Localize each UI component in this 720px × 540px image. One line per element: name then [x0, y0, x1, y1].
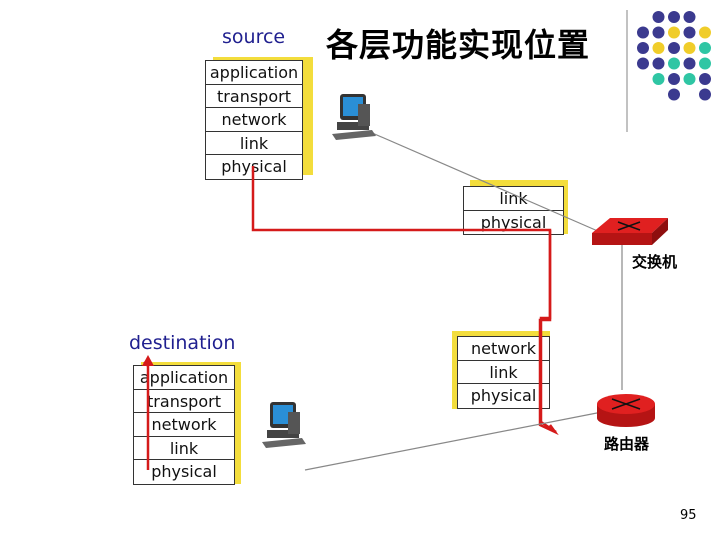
page-number: 95	[680, 508, 697, 523]
host-to-switch-link	[369, 131, 601, 233]
host-computer-icon	[332, 94, 376, 140]
decorative-dot	[683, 57, 696, 70]
data-path-line-return	[148, 425, 557, 462]
decorative-dot	[683, 42, 696, 54]
arrow-head-icon	[142, 355, 154, 366]
decorative-dot	[652, 42, 665, 54]
decorative-dot	[699, 26, 711, 39]
source-label: source	[222, 26, 286, 48]
switch-icon	[592, 218, 668, 245]
decorative-dot	[637, 42, 649, 54]
dest-layer-network: network	[134, 413, 234, 437]
decorative-dot	[652, 26, 665, 39]
decorative-dot	[652, 73, 665, 85]
dest-layer-link: link	[134, 437, 234, 460]
switch-label: 交换机	[632, 253, 678, 271]
decorative-dot	[668, 73, 680, 85]
source-layer-link: link	[206, 132, 302, 155]
decorative-dot	[668, 88, 680, 101]
router-to-dest-link	[304, 411, 603, 471]
router-protocol-stack: network link physical	[457, 336, 550, 409]
data-path-dest-column	[143, 361, 150, 470]
decorative-dot	[683, 73, 696, 85]
host-computer-icon	[262, 402, 306, 448]
destination-label: destination	[129, 332, 236, 354]
router-icon	[597, 394, 655, 427]
page-title: 各层功能实现位置	[326, 26, 591, 64]
switch-layer-link: link	[464, 187, 563, 211]
decorative-dot	[683, 11, 696, 23]
source-layer-transport: transport	[206, 85, 302, 108]
data-path-down-route	[539, 230, 557, 434]
decorative-dot	[652, 11, 665, 23]
router-label: 路由器	[604, 435, 650, 453]
decorative-dot	[668, 57, 680, 70]
dest-layer-transport: transport	[134, 390, 234, 413]
decorative-dot	[699, 73, 711, 85]
router-layer-link: link	[458, 361, 549, 384]
decorative-dot	[652, 57, 665, 70]
switch-layer-physical: physical	[480, 212, 547, 232]
decorative-dot	[668, 11, 680, 23]
source-layer-application: application	[206, 61, 302, 85]
decorative-dot	[683, 26, 696, 39]
decorative-dot	[699, 57, 711, 70]
decorative-dot	[668, 26, 680, 39]
decorative-dot	[668, 42, 680, 54]
source-layer-network: network	[206, 108, 302, 132]
decorative-dot	[637, 26, 649, 39]
data-path-line	[251, 166, 559, 436]
dest-layer-application: application	[134, 366, 234, 390]
router-layer-network: network	[458, 337, 549, 361]
decorative-dot	[699, 88, 711, 101]
dest-layer-physical: physical	[151, 462, 217, 481]
decorative-dot	[699, 42, 711, 54]
router-layer-physical: physical	[470, 386, 537, 405]
dest-protocol-stack: application transport network link physi…	[133, 365, 235, 485]
decorative-dot	[637, 57, 649, 70]
